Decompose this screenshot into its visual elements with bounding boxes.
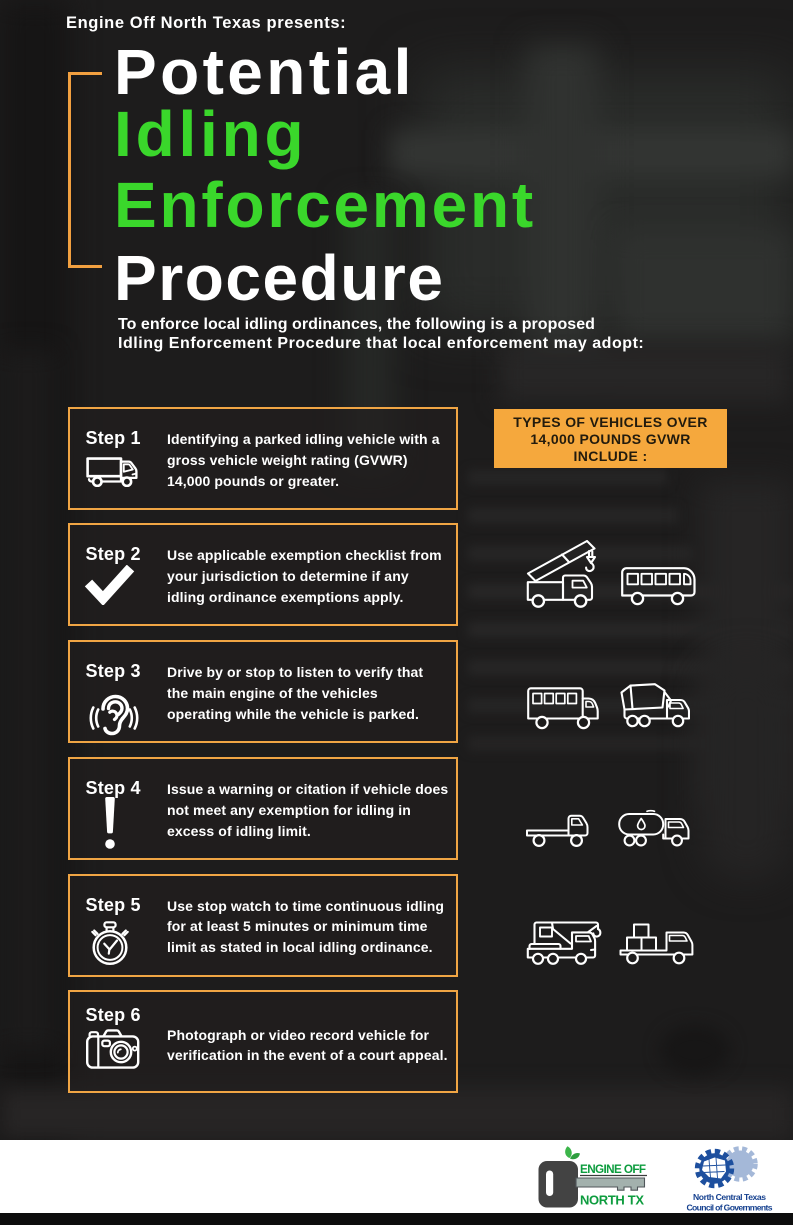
svg-text:NORTH TX: NORTH TX: [580, 1193, 644, 1208]
svg-text:Council of Governments: Council of Governments: [687, 1203, 773, 1213]
svg-text:North Central Texas: North Central Texas: [693, 1192, 766, 1202]
svg-text:ENGINE OFF: ENGINE OFF: [580, 1163, 646, 1176]
